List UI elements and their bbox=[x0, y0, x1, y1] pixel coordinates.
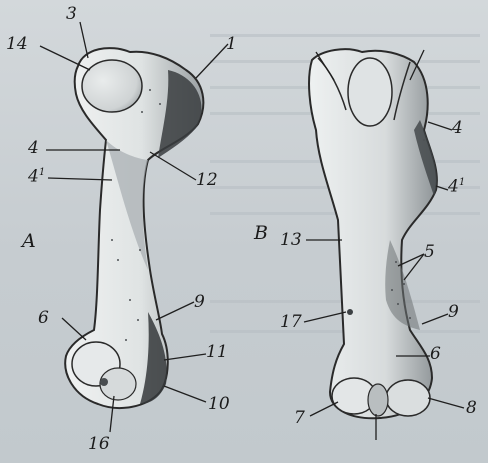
label-17: 17 bbox=[280, 314, 302, 331]
label-4-a: 4 bbox=[28, 140, 39, 157]
label-9-b: 9 bbox=[448, 304, 459, 321]
label-5: 5 bbox=[424, 244, 435, 261]
label-4-b: 4 bbox=[452, 120, 463, 137]
label-12: 12 bbox=[196, 172, 218, 189]
label-8: 8 bbox=[466, 400, 477, 417]
label-1: 1 bbox=[226, 36, 237, 53]
label-6-b: 6 bbox=[430, 346, 441, 363]
view-label-a: A bbox=[22, 232, 36, 251]
bone-a bbox=[65, 48, 203, 408]
label-14: 14 bbox=[6, 36, 28, 53]
label-3: 3 bbox=[66, 6, 77, 23]
bone-b bbox=[309, 49, 437, 418]
label-6-a: 6 bbox=[38, 310, 49, 327]
label-10: 10 bbox=[208, 396, 230, 413]
label-7: 7 bbox=[294, 410, 305, 427]
label-4prime-b: 41 bbox=[448, 178, 465, 196]
view-label-b: B bbox=[254, 224, 268, 243]
label-9-a: 9 bbox=[194, 294, 205, 311]
label-11: 11 bbox=[206, 344, 228, 361]
label-13: 13 bbox=[280, 232, 302, 249]
label-16: 16 bbox=[88, 436, 110, 453]
label-4prime-a: 41 bbox=[28, 168, 45, 186]
